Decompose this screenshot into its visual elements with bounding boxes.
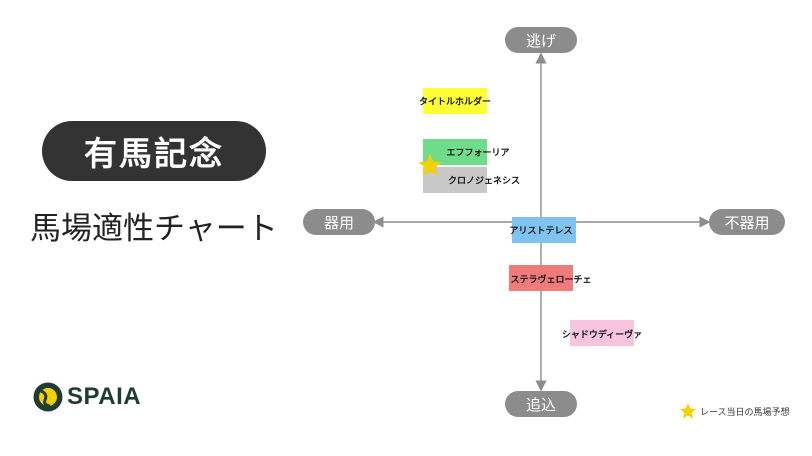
star-icon — [418, 153, 442, 176]
legend: レース当日の馬場予想 — [679, 402, 790, 420]
spaia-logo: SPAIA — [33, 382, 141, 412]
legend-label: レース当日の馬場予想 — [700, 407, 790, 418]
horse-label: タイトルホルダー — [418, 97, 492, 108]
spaia-logo-icon — [33, 382, 63, 412]
axis-label-left: 器用 — [303, 209, 375, 235]
axis-label-right: 不器用 — [709, 209, 785, 235]
brand-name: SPAIA — [67, 383, 142, 410]
horse-label: クロノジェネシス — [447, 176, 521, 187]
axis-label-top: 逃げ — [505, 27, 577, 53]
chart-subtitle: 馬場適性チャート — [30, 211, 278, 247]
axis-label-bottom: 追込 — [505, 391, 577, 417]
horse-label: ステラヴェローチェ — [510, 275, 592, 286]
chart-title: 有馬記念 — [42, 121, 266, 181]
horse-label: アリストテレス — [509, 226, 573, 237]
horse-label: エフフォーリア — [446, 148, 510, 159]
horse-label: シャドウディーヴァ — [561, 330, 643, 341]
horse-box-stella-veloce — [509, 265, 573, 291]
legend-star-icon — [679, 403, 697, 419]
horse-box-shadow-diva — [570, 320, 634, 346]
horse-box-titleholder — [423, 88, 487, 114]
horse-box-efforia — [423, 139, 487, 165]
horse-box-aristoteles — [512, 217, 576, 243]
